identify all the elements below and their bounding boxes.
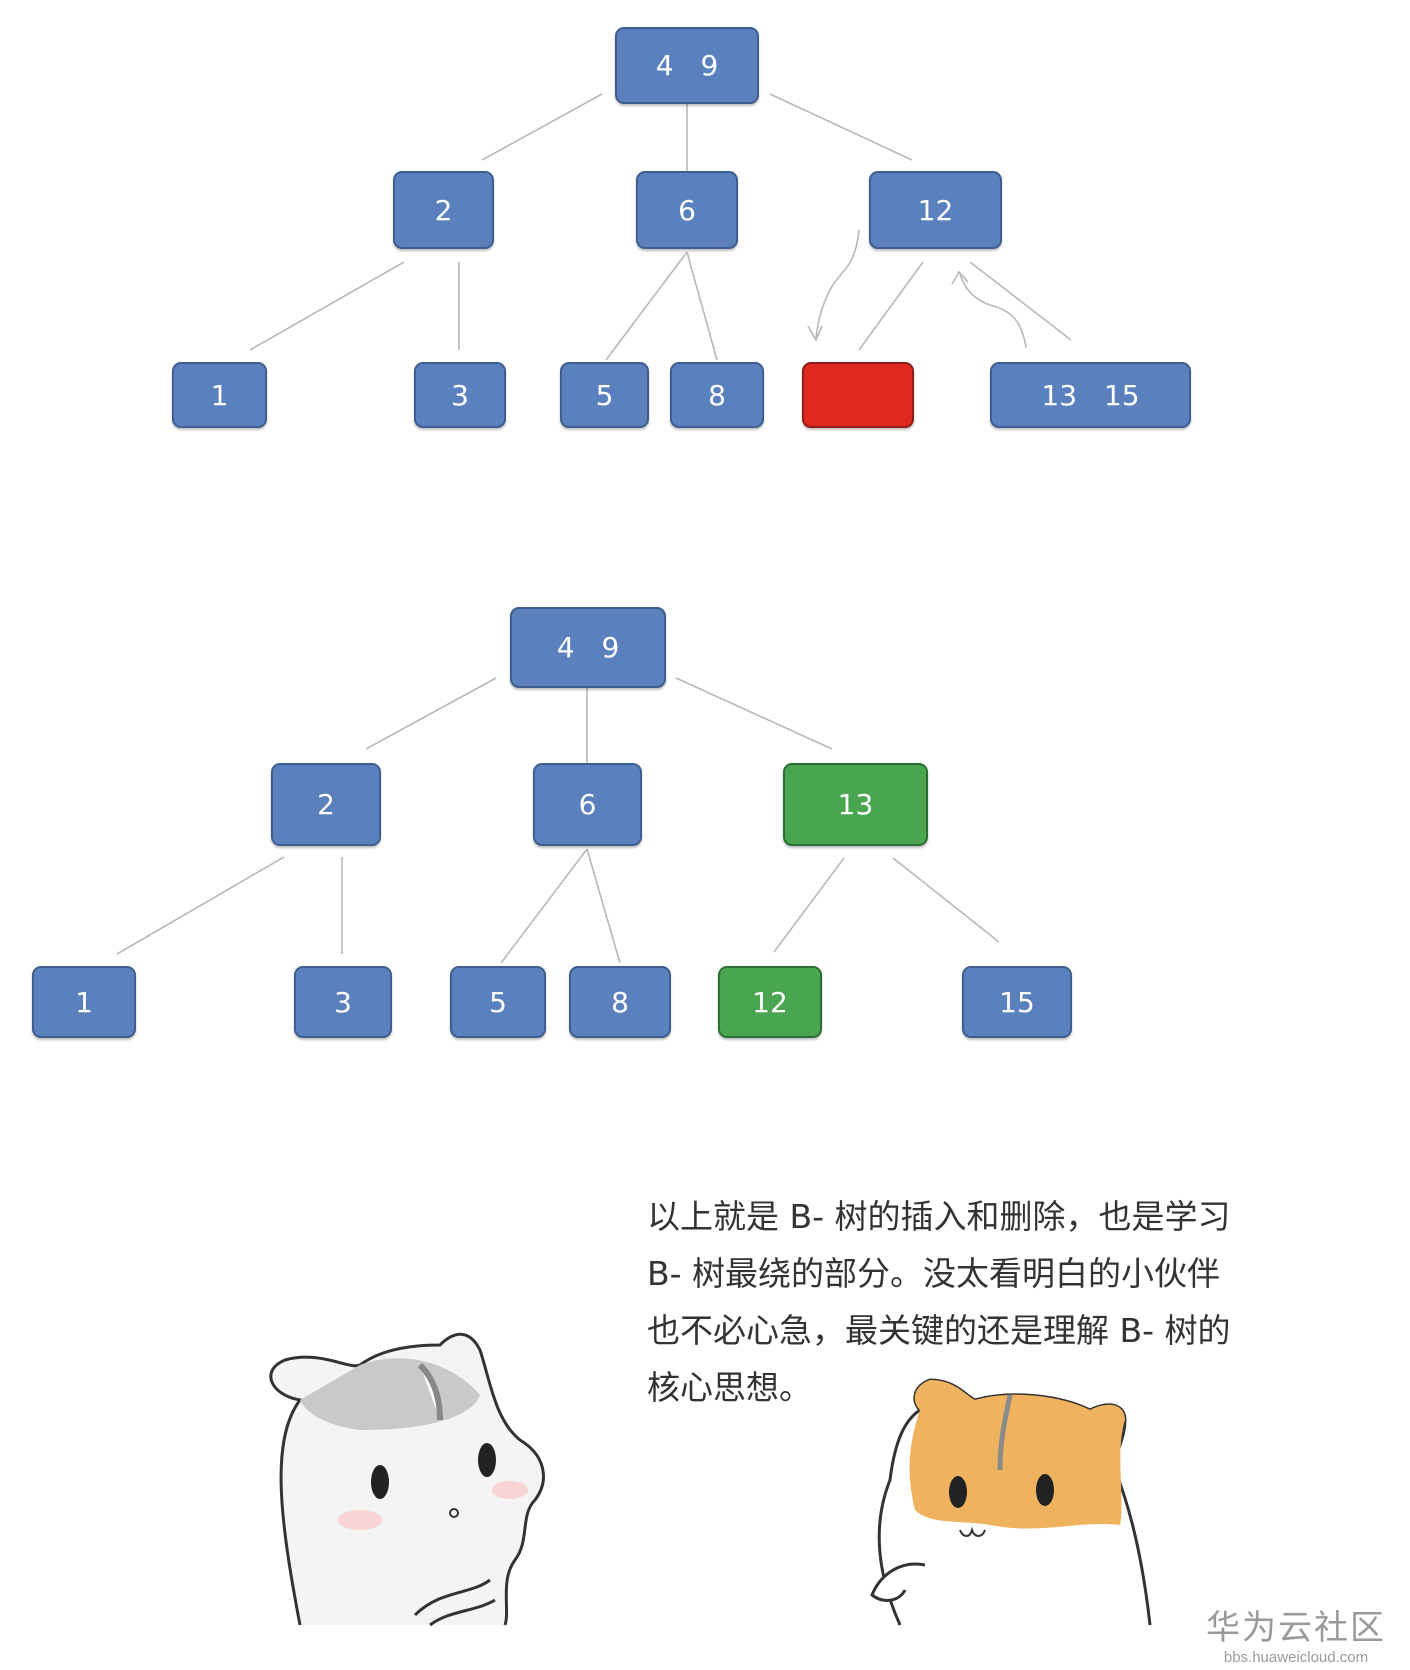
tree-node: 6 <box>636 171 738 249</box>
move-down-arrow <box>807 229 860 342</box>
explanation-paragraph: 以上就是 B- 树的插入和删除，也是学习 B- 树最绕的部分。没太看明白的小伙伴… <box>647 1188 1247 1416</box>
paragraph-line: 以上就是 B- 树的插入和删除，也是学习 <box>647 1197 1231 1236</box>
tree-leaf: 1 <box>172 362 267 428</box>
edge <box>249 261 405 351</box>
deleted-leaf-slot <box>802 362 914 428</box>
edge <box>500 848 588 964</box>
tree-node-highlighted: 13 <box>783 763 928 846</box>
watermark-url: bbs.huaweicloud.com <box>1223 1649 1369 1666</box>
watermark-title: 华为云社区 <box>1206 1608 1386 1648</box>
tree-leaf: 8 <box>569 966 671 1038</box>
grey-hamster-illustration <box>269 1332 545 1627</box>
edge <box>892 857 1000 943</box>
move-up-arrow <box>951 270 1027 349</box>
orange-hamster-illustration <box>870 1378 1152 1626</box>
tree-node: 2 <box>271 763 381 846</box>
edge <box>675 677 833 750</box>
edge <box>605 251 688 361</box>
watermark: 华为云社区 bbs.huaweicloud.com <box>1206 1600 1386 1666</box>
tree-node-root: 4 9 <box>615 27 759 104</box>
tree-node: 6 <box>533 763 642 846</box>
edge <box>586 848 621 964</box>
tree-leaf: 3 <box>414 362 506 428</box>
tree-leaf: 5 <box>560 362 649 428</box>
edge <box>773 857 845 953</box>
edge <box>481 93 603 161</box>
tree-leaf-highlighted: 12 <box>718 966 822 1038</box>
edge <box>969 261 1072 341</box>
tree-leaf: 8 <box>670 362 764 428</box>
tree-leaf: 5 <box>450 966 546 1038</box>
tree-node: 2 <box>393 171 494 249</box>
edge <box>769 93 913 161</box>
tree-node: 12 <box>869 171 1002 249</box>
edge <box>116 856 285 955</box>
edge <box>858 261 924 351</box>
tree-leaf: 15 <box>962 966 1072 1038</box>
paragraph-line: 核心思想。 <box>647 1368 812 1407</box>
paragraph-line: 也不必心急，最关键的还是理解 B- 树的 <box>647 1311 1231 1350</box>
paragraph-line: B- 树最绕的部分。没太看明白的小伙伴 <box>647 1254 1221 1293</box>
edge <box>686 251 718 361</box>
tree-leaf: 3 <box>294 966 392 1038</box>
tree-leaf: 1 <box>32 966 136 1038</box>
edge <box>365 677 497 750</box>
tree-node-root: 4 9 <box>510 607 666 688</box>
tree-leaf: 13 15 <box>990 362 1191 428</box>
